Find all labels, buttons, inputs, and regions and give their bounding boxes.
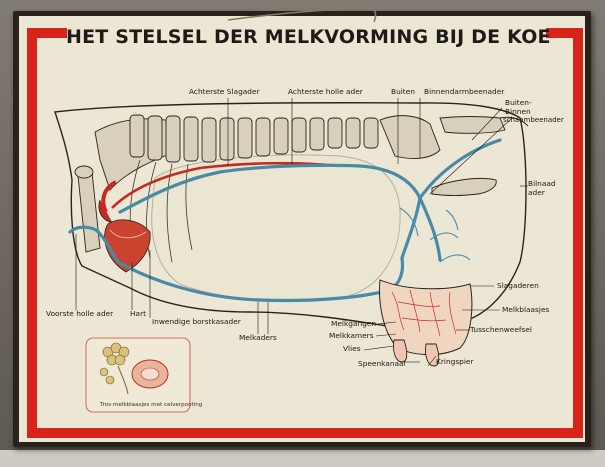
label-speenkanaal: Speenkanaal xyxy=(358,359,406,368)
thin-veins xyxy=(399,207,471,263)
label-binnendarmbeenader: Binnendarmbeenader xyxy=(424,87,505,96)
hanging-cord xyxy=(227,7,377,23)
label-buiten: Buiten xyxy=(391,87,415,96)
label-ader: ader xyxy=(528,188,545,197)
pelvis-bone xyxy=(431,178,497,196)
label-vlies: Vlies xyxy=(343,344,361,353)
label-hart: Hart xyxy=(130,309,147,318)
label-melkgangen: Melkgangen xyxy=(331,319,377,328)
label-slagaderen: Slagaderen xyxy=(497,281,539,290)
spine-vertebrae xyxy=(94,114,529,191)
leader-lines xyxy=(75,98,528,367)
front-leg-bone xyxy=(74,165,101,253)
abdomen-cavity xyxy=(151,154,401,302)
label-schaambeenader: schaambeenader xyxy=(503,116,564,124)
aorta-arch xyxy=(101,180,118,213)
label-buiten-2: Buiten- xyxy=(505,98,532,107)
inset-acini-cluster xyxy=(99,342,169,395)
label-melkblaasjes: Melkblaasjes xyxy=(502,305,550,314)
veins xyxy=(68,138,502,303)
label-tusschenweefsel: Tusschenweefsel xyxy=(470,325,532,334)
label-inwendige-borstkasader: Inwendige borstkasader xyxy=(152,317,241,326)
cow-body-outline xyxy=(54,102,527,329)
label-kringspier: Kringspier xyxy=(436,357,474,366)
label-achterste-holle-ader: Achterste holle ader xyxy=(288,87,363,96)
label-voorste-holle-ader: Voorste holle ader xyxy=(46,309,114,318)
floor xyxy=(0,450,605,467)
inset-caption: Tros melkblaasjes met celverpooting xyxy=(100,402,203,408)
label-bilnaad: Bilnaad xyxy=(528,179,556,188)
label-melkkamers: Melkkamers xyxy=(329,331,374,340)
udder xyxy=(379,279,473,356)
chart-title: HET STELSEL DER MELKVORMING BIJ DE KOE xyxy=(66,26,551,48)
teats xyxy=(393,339,440,367)
label-achterste-slagader: Achterste Slagader xyxy=(189,87,260,96)
udder-vessels xyxy=(391,289,457,337)
label-binnen: Binnen xyxy=(505,107,531,116)
red-frame xyxy=(27,28,583,438)
label-melkaders: Melkaders xyxy=(239,333,277,342)
rear-artery xyxy=(111,161,341,209)
